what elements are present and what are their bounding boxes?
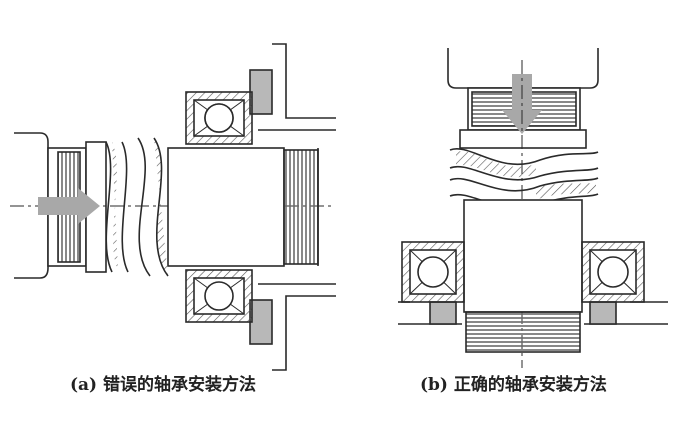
main-shaft-b [463,199,583,353]
caption-correct-method: (b) 正确的轴承安装方法 [420,375,607,395]
caption-wrong-method: (a) 错误的轴承安装方法 [70,375,257,395]
bottom-retaining-ring-a [249,299,273,345]
top-retaining-ring-a [249,69,273,115]
housing-a [258,43,336,371]
shaft-break-b [449,147,599,209]
diagram-a-wrong-method [10,43,336,371]
main-shaft-a [167,147,319,267]
shaft-break-a [105,137,169,277]
left-retaining-ring-b [429,301,457,325]
left-bearing-b [401,241,465,303]
push-arrow-a [38,188,100,224]
diagram-b-correct-method [398,48,668,368]
bottom-bearing-a [185,269,253,323]
right-retaining-ring-b [589,301,617,325]
right-bearing-b [581,241,645,303]
top-bearing-a [185,91,253,145]
